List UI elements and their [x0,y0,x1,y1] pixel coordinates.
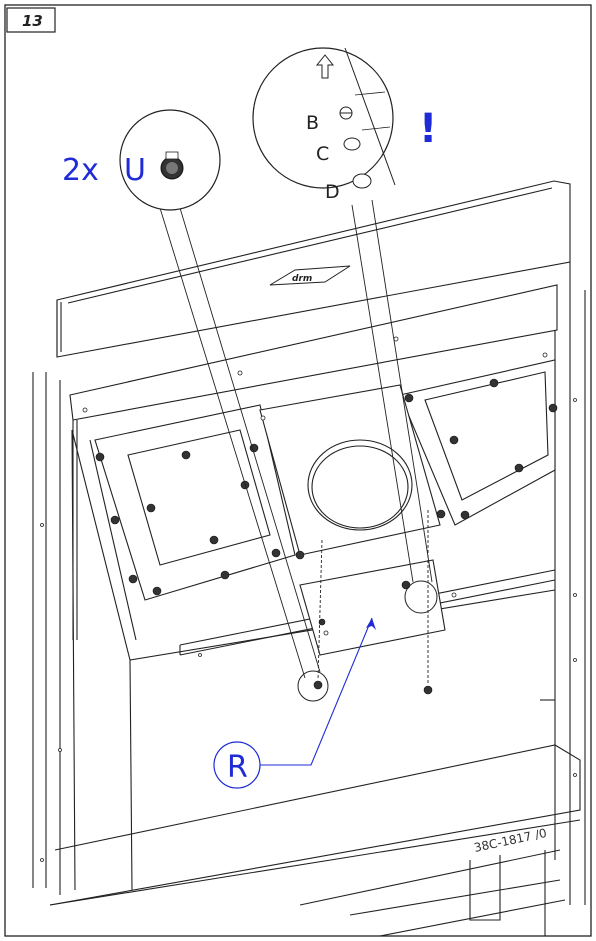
svg-text:drm: drm [292,274,312,284]
zoom-detail-u [119,109,221,211]
hole-c-icon [343,137,361,151]
part-r-leader [260,617,373,766]
page-frame [4,4,592,937]
detail-circle-bcd-position [404,580,438,614]
drawing-reference: 38C-1817 /0 [473,826,548,855]
bolt-u-icon [160,151,184,180]
part-r-arrowhead [366,618,376,630]
detail-circle-u-position [297,670,329,702]
zoom-leader-lines [159,199,433,679]
position-label-d: D [325,181,340,203]
part-r-circle [213,741,261,789]
part-label-u: U [124,153,146,188]
small-holes [40,336,577,862]
arrow-up-icon [315,54,335,79]
quantity-label: 2x [62,153,99,188]
position-label-c: C [316,143,329,165]
hole-d-icon [352,173,372,189]
step-number-box [6,7,56,33]
attention-mark: ! [419,106,437,152]
bolts [95,378,558,695]
brand-logo: drm [269,265,351,286]
zoom-detail-bcd [252,47,396,189]
position-label-b: B [306,112,319,134]
part-label-r: R [227,750,248,785]
step-number: 13 [22,12,43,30]
stove-body [32,180,586,937]
